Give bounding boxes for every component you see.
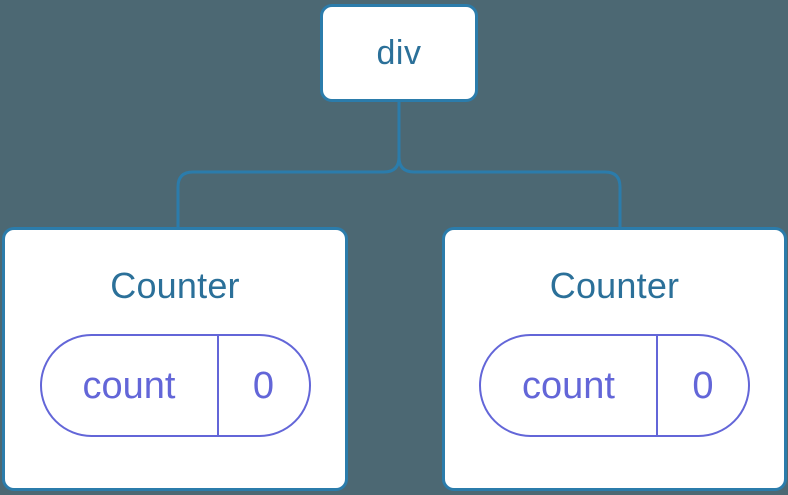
counter-left-state-pill[interactable]: count 0 xyxy=(39,334,311,437)
counter-right-title: Counter xyxy=(549,265,680,306)
connector-to-left-counter xyxy=(176,100,401,229)
counter-right-state-pill[interactable]: count 0 xyxy=(479,334,750,437)
node-div-label: div xyxy=(376,34,422,72)
counter-right-state-value: 0 xyxy=(656,336,748,435)
counter-left-title: Counter xyxy=(110,265,240,306)
counter-left-state-key: count xyxy=(82,364,176,407)
counter-right-state-key: count xyxy=(522,364,615,407)
counter-left-state-value: 0 xyxy=(216,336,309,435)
node-counter-left[interactable]: Counter count 0 xyxy=(2,227,348,491)
node-counter-right[interactable]: Counter count 0 xyxy=(442,227,787,491)
node-div[interactable]: div xyxy=(320,4,478,102)
connector-to-right-counter xyxy=(397,100,622,229)
